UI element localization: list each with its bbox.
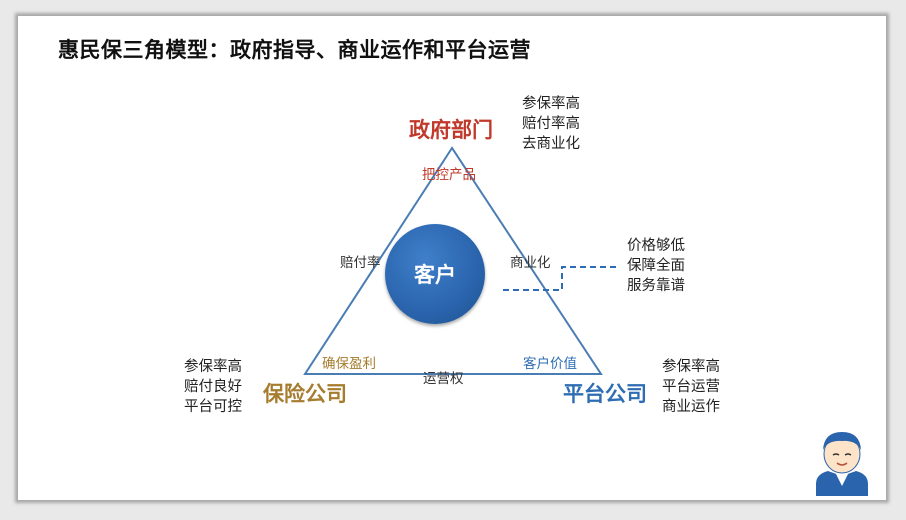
customer-label: 客户 — [414, 263, 456, 287]
edge-label-ensure-profit: 确保盈利 — [322, 356, 376, 372]
government-note: 去商业化 — [522, 136, 580, 152]
triangle-outline — [303, 146, 603, 375]
platform-note: 参保率高 — [662, 359, 720, 375]
government-note: 赔付率高 — [522, 116, 580, 132]
edge-label-commercialization: 商业化 — [510, 255, 551, 271]
edge-label-customer-value: 客户价值 — [523, 356, 577, 372]
platform-label: 平台公司 — [563, 381, 647, 406]
insurer-note: 参保率高 — [184, 359, 242, 375]
government-label: 政府部门 — [409, 117, 493, 142]
edge-label-operation-right: 运营权 — [423, 371, 464, 387]
platform-note: 平台运营 — [662, 379, 720, 395]
edge-label-payout-rate: 赔付率 — [340, 255, 381, 271]
insurer-label: 保险公司 — [263, 381, 347, 406]
customer-circle: 客户 — [385, 224, 485, 324]
government-notes: 参保率高 赔付率高 去商业化 — [522, 94, 580, 154]
insurer-note: 赔付良好 — [184, 379, 242, 395]
insurer-notes: 参保率高 赔付良好 平台可控 — [184, 357, 242, 417]
government-note: 参保率高 — [522, 96, 580, 112]
customer-notes: 价格够低 保障全面 服务靠谱 — [627, 236, 685, 296]
customer-note: 保障全面 — [627, 258, 685, 274]
avatar-icon — [816, 432, 868, 496]
platform-notes: 参保率高 平台运营 商业运作 — [662, 357, 720, 417]
customer-connector — [503, 266, 618, 291]
customer-note: 服务靠谱 — [627, 278, 685, 294]
insurer-note: 平台可控 — [184, 399, 242, 415]
platform-note: 商业运作 — [662, 399, 720, 415]
customer-note: 价格够低 — [627, 238, 685, 254]
page-title: 惠民保三角模型：政府指导、商业运作和平台运营 — [58, 38, 531, 62]
edge-label-control-product: 把控产品 — [422, 167, 476, 183]
